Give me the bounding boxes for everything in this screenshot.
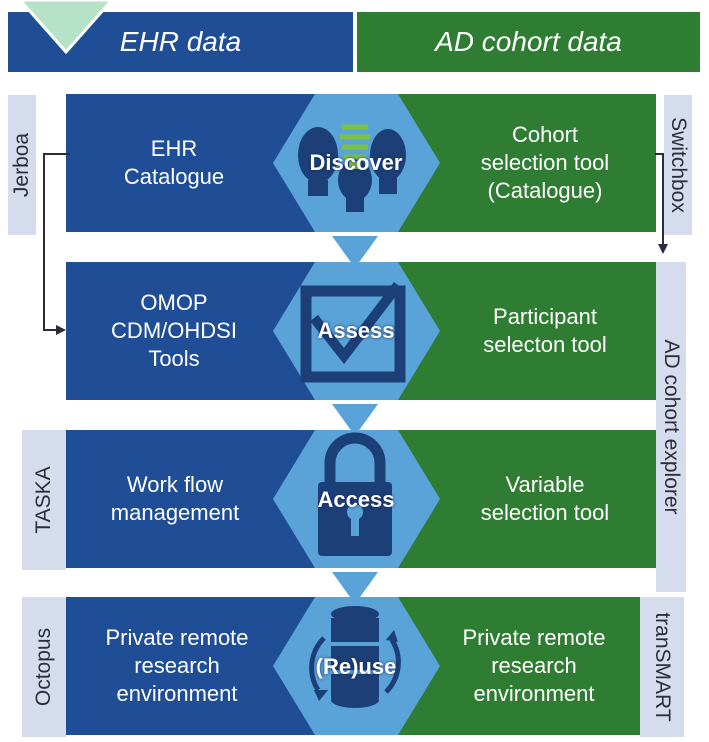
chevron-arrow-2 bbox=[332, 404, 378, 436]
checkbox-icon bbox=[300, 281, 406, 383]
stage-label-discover: Discover bbox=[309, 150, 403, 175]
database-cycle-icon bbox=[309, 606, 401, 708]
reuse-ad-text: Private remote research environment bbox=[462, 625, 606, 706]
padlock-icon bbox=[318, 432, 392, 556]
stage-label-reuse: (Re)use bbox=[315, 654, 397, 679]
reuse-ehr-text: Private remote research environment bbox=[105, 625, 249, 706]
green-bulb-coil bbox=[340, 124, 370, 169]
stage-label-access: Access bbox=[317, 487, 395, 512]
lightbulbs-icon bbox=[298, 127, 406, 212]
side-label-taska: TASKA bbox=[22, 430, 66, 570]
assess-ehr-text: OMOP CDM/OHDSI Tools bbox=[111, 290, 237, 371]
jerboa-connector-arrow bbox=[43, 153, 70, 331]
discover-ad-text: Cohort selection tool (Catalogue) bbox=[480, 122, 610, 203]
side-label-octopus: Octopus bbox=[22, 597, 66, 737]
side-label-jerboa: Jerboa bbox=[8, 95, 36, 235]
chevron-arrow-1 bbox=[332, 236, 378, 268]
side-label-transmart: tranSMART bbox=[640, 597, 684, 737]
switchbox-connector-arrow bbox=[655, 153, 664, 246]
header-ad-label: AD cohort data bbox=[435, 26, 622, 57]
header-ehr-label: EHR data bbox=[119, 26, 242, 57]
discover-ehr-text: EHR Catalogue bbox=[123, 136, 225, 189]
side-label-switchbox: Switchbox bbox=[664, 95, 692, 235]
chevron-arrow-3 bbox=[332, 572, 378, 604]
access-ehr-text: Work flow management bbox=[110, 472, 240, 525]
top-pointer-triangle bbox=[17, 0, 115, 55]
side-label-ad-cohort-explorer: AD cohort explorer bbox=[656, 262, 686, 592]
assess-ad-text: Participant selecton tool bbox=[483, 304, 607, 357]
stage-label-assess: Assess bbox=[317, 318, 395, 343]
header-ad-cohort-data: AD cohort data bbox=[357, 12, 700, 72]
access-ad-text: Variable selection tool bbox=[480, 472, 610, 525]
